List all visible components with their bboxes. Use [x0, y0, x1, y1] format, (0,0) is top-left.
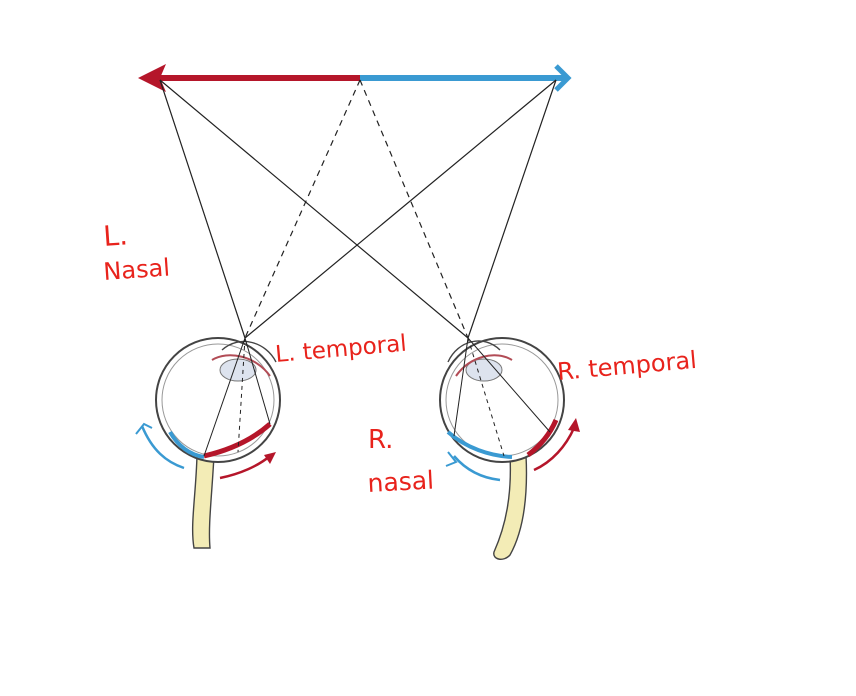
left-cornea: [221, 340, 277, 363]
left-eyeball-inner: [161, 343, 275, 457]
left-field-arrow-red-head: [264, 452, 276, 464]
right-optic-nerve: [493, 454, 528, 560]
left-retina-red: [203, 422, 272, 459]
arrow-left-head-icon: [138, 64, 166, 92]
right-eyeball-inner: [445, 343, 559, 457]
left-iris: [211, 354, 271, 377]
right-iris: [455, 354, 513, 377]
left-inner-ray-c: [237, 337, 246, 453]
label-right-nasal-line2: nasal: [367, 466, 435, 498]
ray-center-to-right-eye: [359, 79, 469, 339]
ray-lines: [159, 79, 557, 339]
right-inner-ray-b: [467, 337, 551, 433]
left-eye: [135, 337, 281, 549]
right-eye: [439, 337, 580, 560]
visual-field-arrow: [138, 64, 572, 92]
ray-right-end-to-left-eye: [244, 79, 557, 339]
label-right-nasal-line1: R.: [368, 425, 393, 455]
right-inner-ray-a: [453, 337, 469, 437]
left-lens: [219, 358, 257, 382]
fletching-tail-icon: [554, 64, 572, 92]
right-field-arrow-blue: [453, 455, 501, 482]
label-left-nasal-line2: Nasal: [102, 253, 170, 286]
label-right-temporal: R. temporal: [556, 346, 698, 386]
right-field-arrow-blue-tail: [445, 451, 458, 467]
right-lens: [465, 358, 503, 382]
left-optic-nerve: [191, 454, 215, 549]
left-retina-blue: [168, 430, 205, 459]
right-retina-red: [526, 418, 559, 457]
left-inner-ray-a: [203, 337, 246, 457]
ray-center-to-left-eye: [244, 79, 361, 339]
left-field-arrow-blue-tail: [135, 422, 153, 435]
ray-left-end-to-right-eye: [159, 79, 469, 339]
label-left-temporal: L. temporal: [274, 331, 407, 368]
ray-right-end-to-right-eye: [467, 79, 557, 339]
right-field-arrow-red: [533, 427, 576, 472]
label-left-nasal-line1: L.: [102, 218, 129, 253]
right-field-arrow-red-head: [568, 418, 580, 432]
right-retina-blue: [446, 430, 513, 459]
annotations: L. Nasal L. temporal R. nasal R. tempora…: [102, 218, 698, 498]
ray-left-end-to-left-eye: [159, 79, 246, 339]
left-field-arrow-blue: [140, 425, 185, 470]
left-inner-ray-b: [244, 337, 271, 425]
